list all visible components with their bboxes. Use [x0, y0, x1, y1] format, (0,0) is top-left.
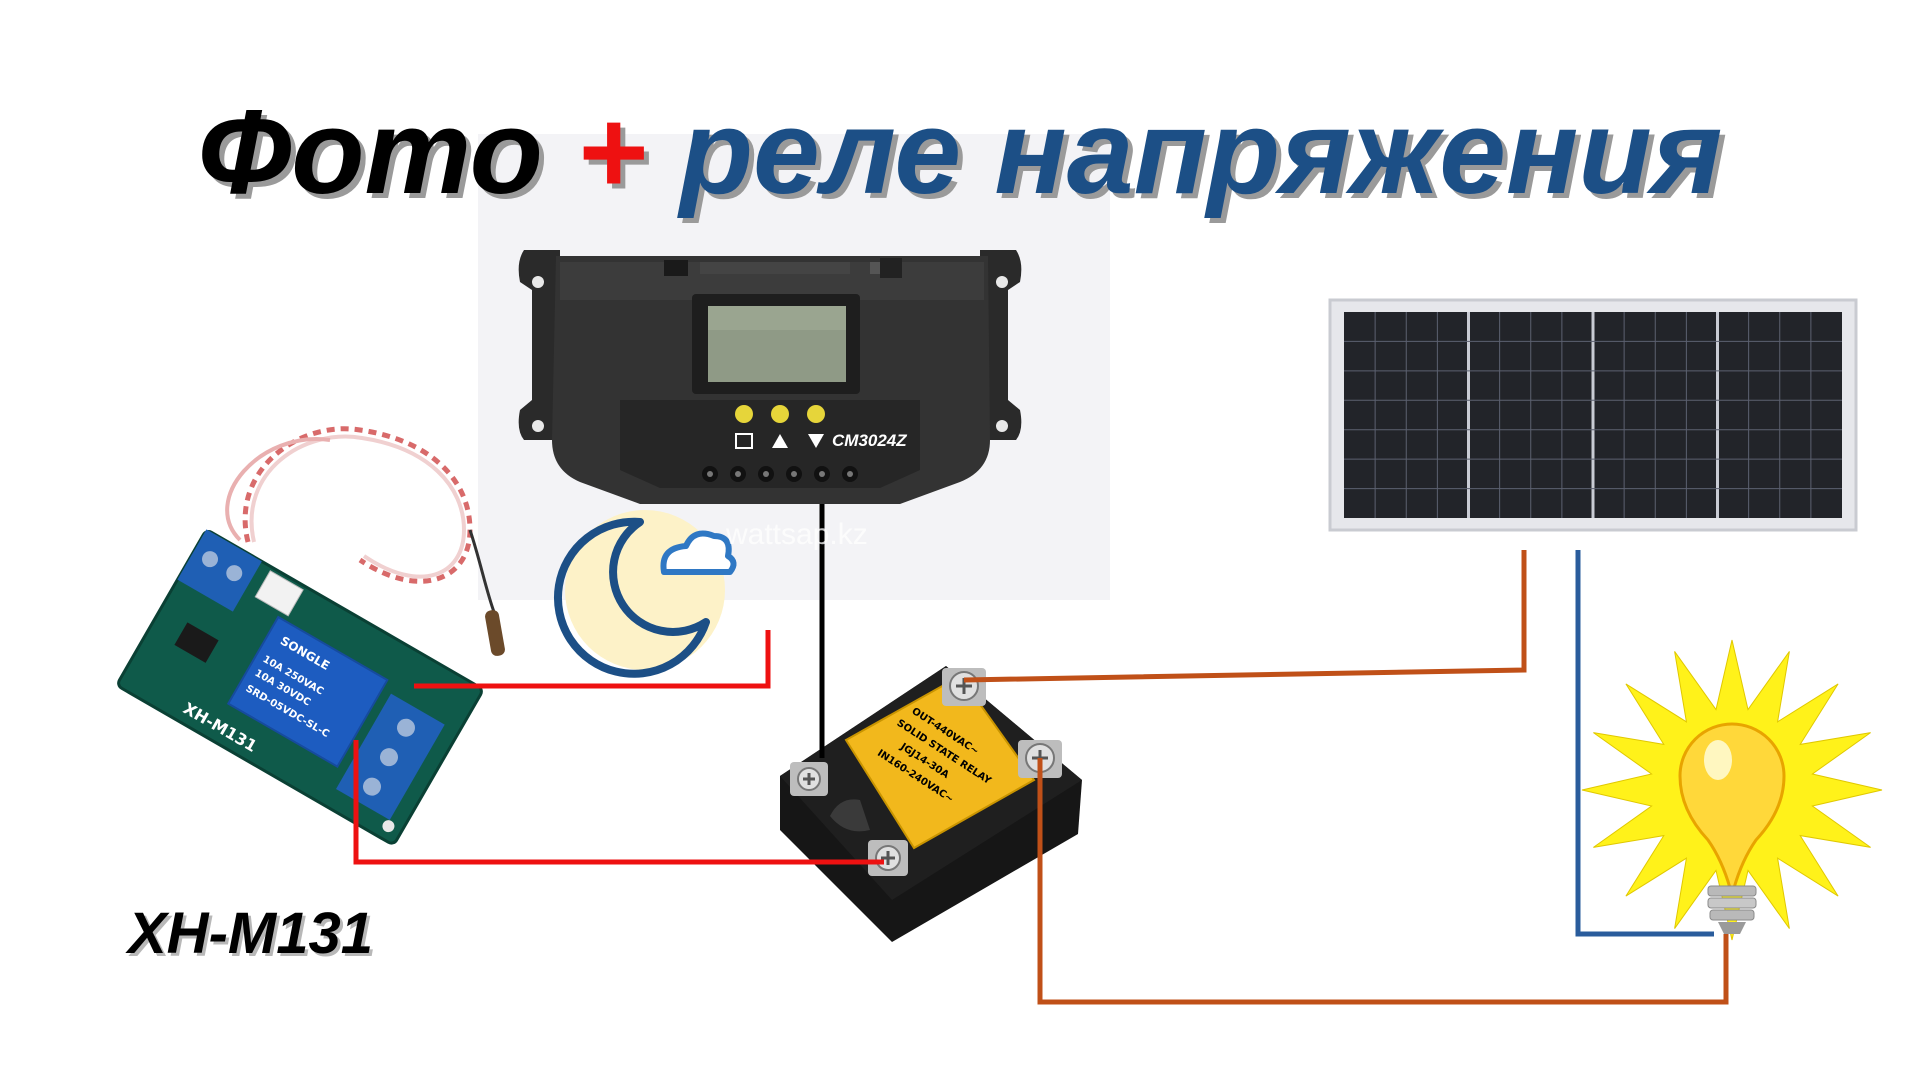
solar-charge-controller: CM3024Z — [518, 250, 1022, 504]
controller-model-label: CM3024Z — [832, 431, 907, 450]
ssr-terminal-4 — [868, 840, 908, 876]
page-title: Фото + реле напряжения — [0, 92, 1920, 212]
wire-blue-panel-to-bulb — [1575, 550, 1714, 937]
light-bulb-icon — [1678, 722, 1786, 934]
ssr-terminal-3 — [790, 762, 828, 796]
module-model-label: XH-M131 — [128, 901, 373, 966]
title-plus: + — [576, 85, 647, 219]
wire-red-sensor-to-module — [414, 630, 771, 689]
wires — [353, 504, 1729, 1005]
title-part-photo: Фото — [197, 85, 543, 219]
solar-panel-icon — [1328, 298, 1858, 532]
title-part-voltage-relay: реле напряжения — [679, 85, 1723, 219]
solid-state-relay: OUT-440VAC~ SOLID STATE RELAY JGJ14-30A … — [780, 666, 1082, 942]
wire-red-module-to-ssr — [353, 740, 884, 865]
watermark: wattsap.kz — [726, 518, 868, 551]
ssr-terminal-1 — [942, 668, 986, 706]
day-night-icon — [554, 510, 737, 678]
xh-m131-module: SONGLE 10A 250VAC 10A 30VDC SRD-05VDC-SL… — [117, 426, 505, 845]
wire-brown-ssr-to-bulb — [1037, 758, 1729, 1005]
wire-brown-panel-to-ssr — [963, 550, 1527, 683]
